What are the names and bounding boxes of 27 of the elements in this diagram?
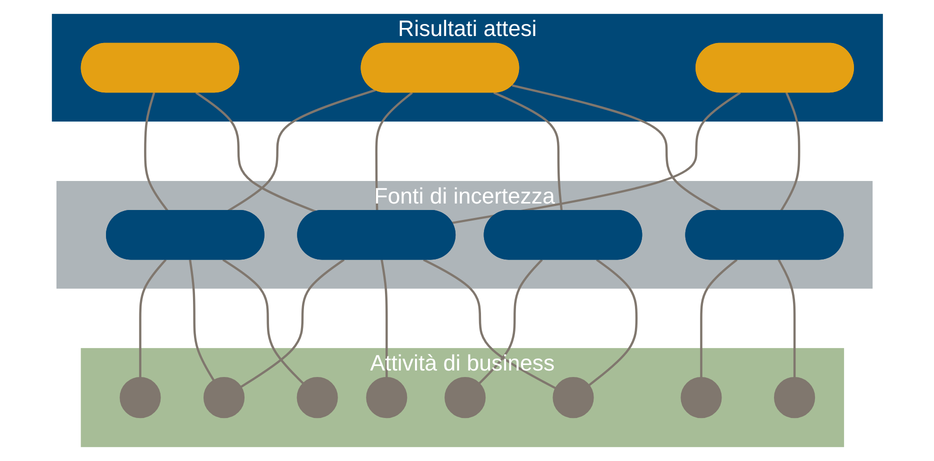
connector bbox=[777, 259, 796, 378]
connector bbox=[588, 258, 638, 386]
connector bbox=[451, 92, 741, 224]
node-circle bbox=[552, 377, 594, 418]
connector bbox=[380, 260, 388, 378]
node-circle bbox=[774, 377, 815, 418]
connector bbox=[240, 258, 344, 388]
connector bbox=[779, 92, 800, 212]
connector bbox=[194, 92, 318, 214]
cluster bbox=[80, 348, 844, 448]
node-circle bbox=[119, 377, 160, 418]
connector bbox=[700, 258, 738, 378]
cluster bbox=[56, 180, 872, 289]
connector bbox=[492, 92, 562, 212]
connector bbox=[512, 84, 722, 212]
node-circle bbox=[203, 377, 244, 418]
node-circle bbox=[366, 377, 407, 418]
connector bbox=[222, 258, 304, 384]
connector bbox=[188, 260, 214, 382]
connector bbox=[226, 88, 376, 212]
node-circle bbox=[296, 377, 338, 418]
connector bbox=[144, 92, 168, 212]
node-circle bbox=[680, 377, 722, 418]
connector bbox=[478, 258, 542, 384]
connector bbox=[138, 258, 166, 378]
node-circle bbox=[444, 377, 486, 418]
cluster bbox=[52, 14, 882, 122]
